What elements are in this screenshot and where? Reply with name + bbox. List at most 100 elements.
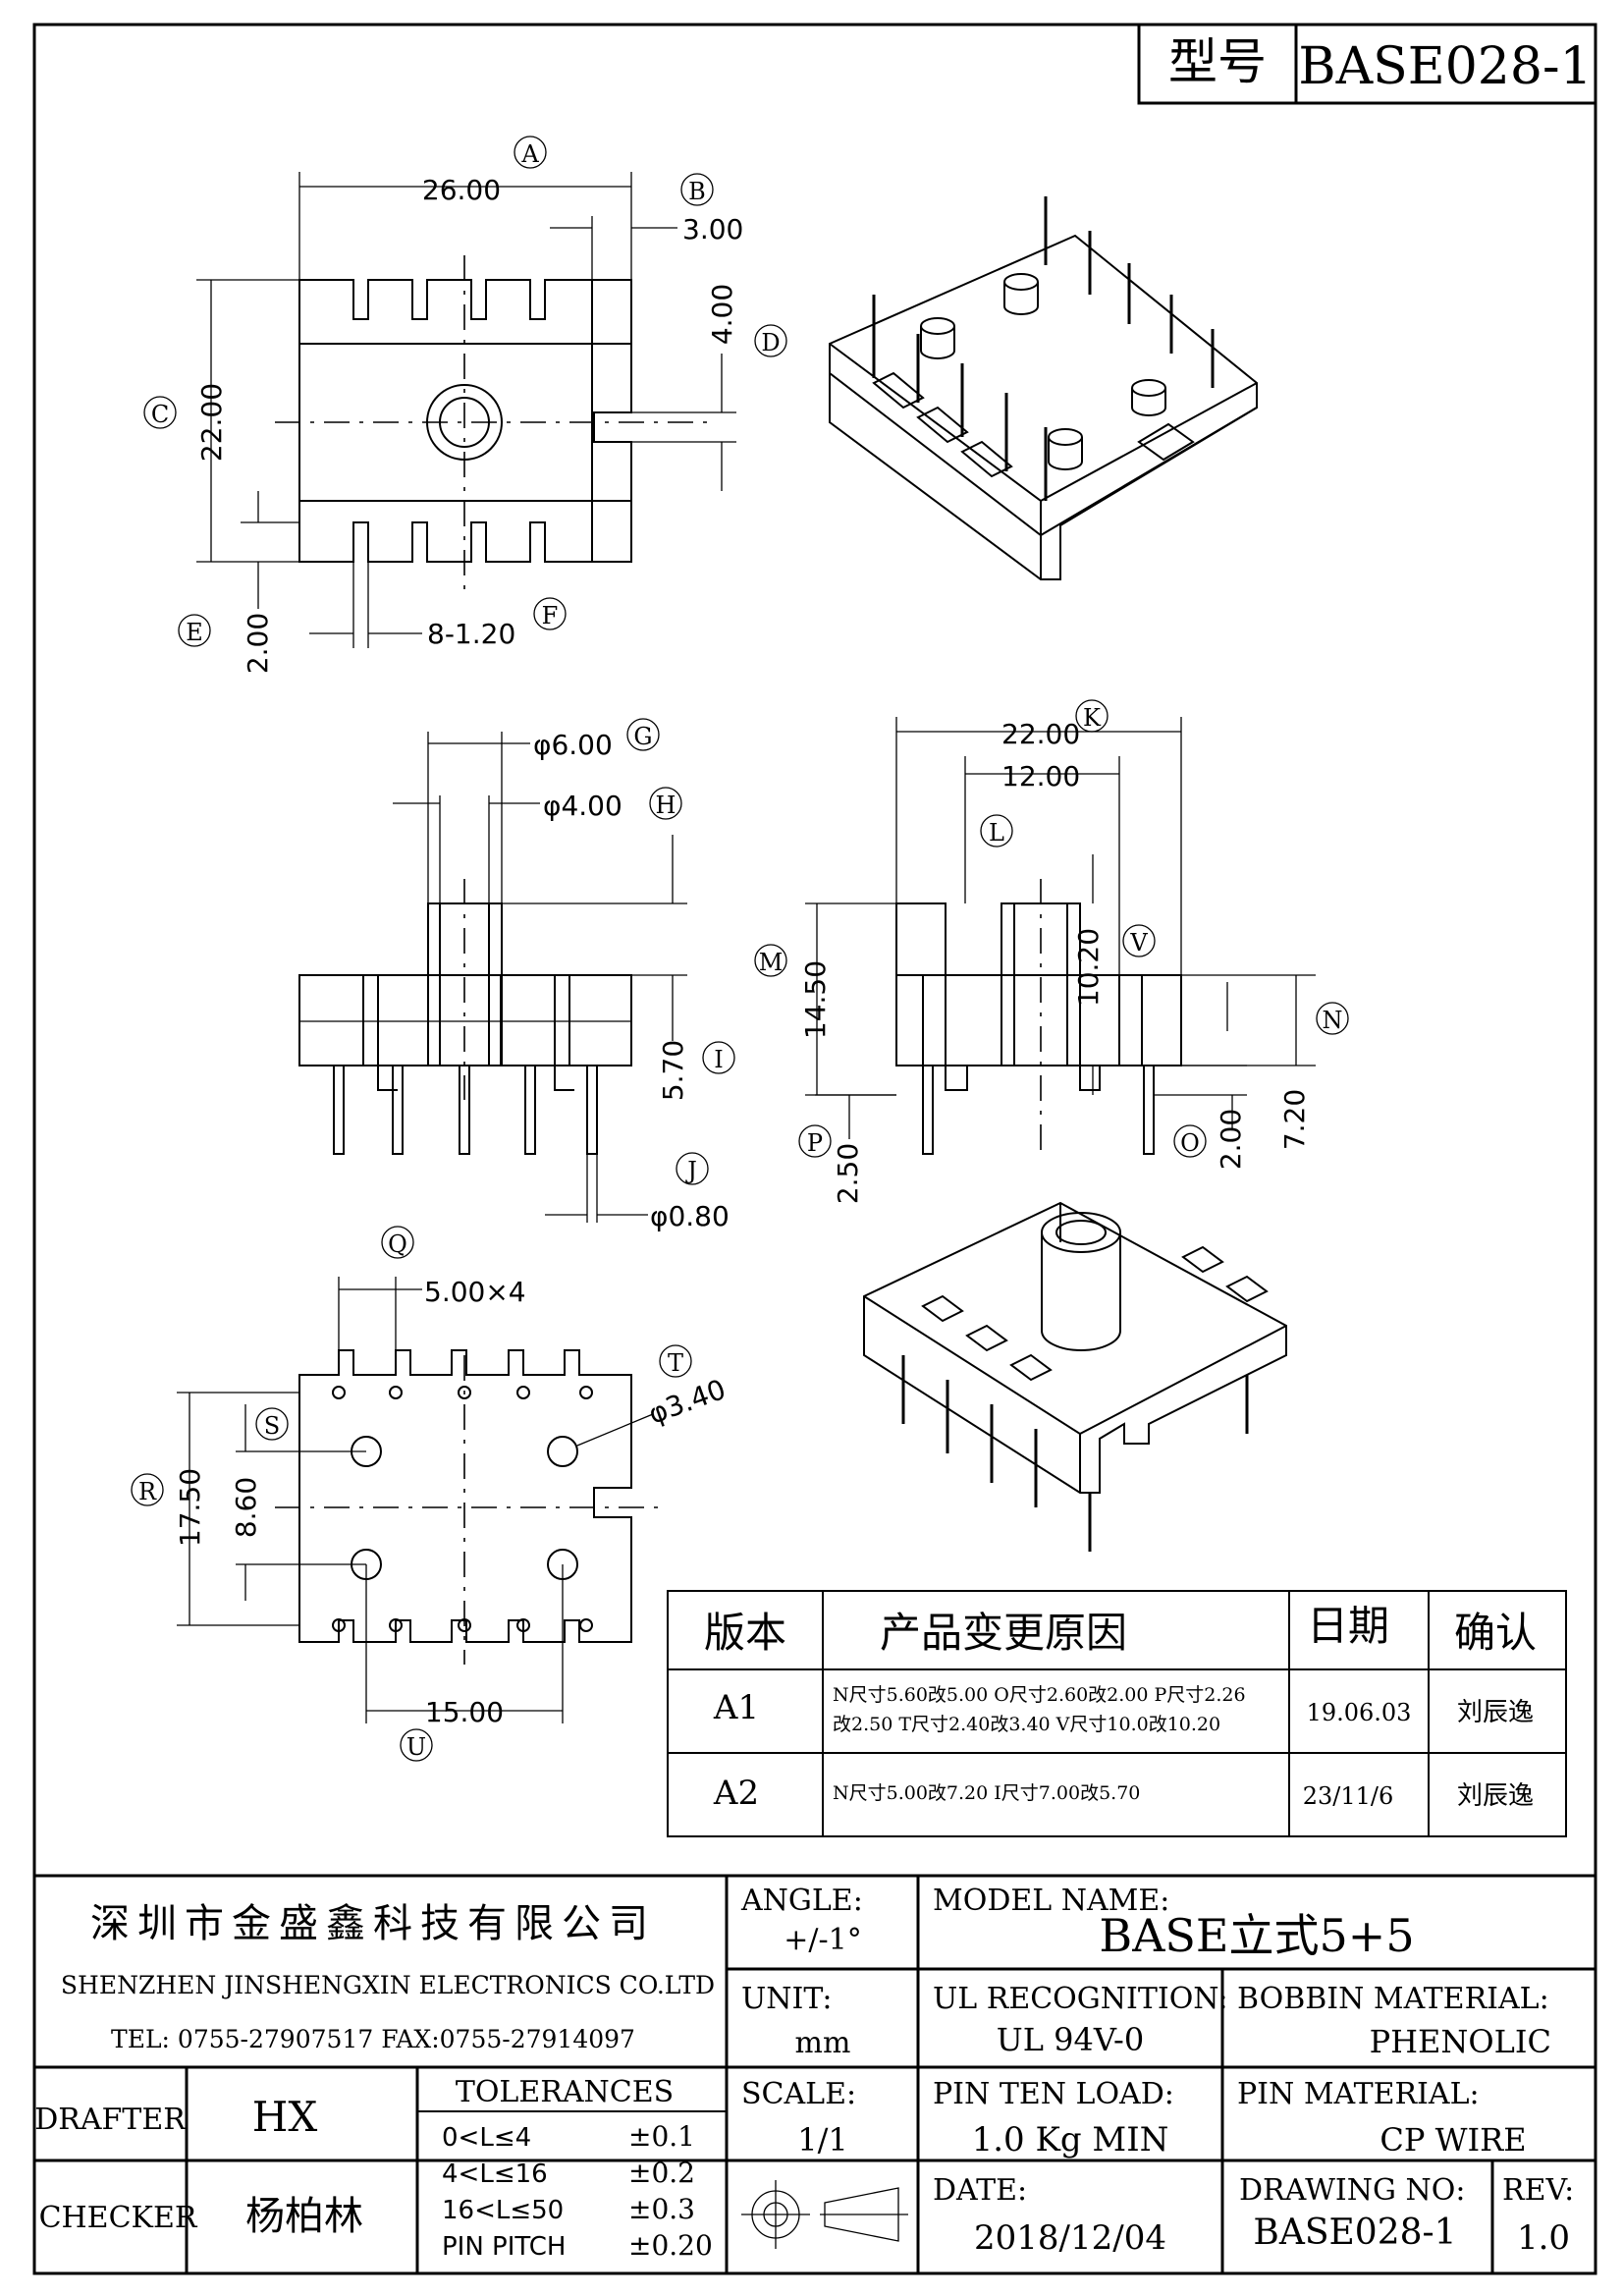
angle-label: ANGLE: bbox=[740, 1884, 863, 1918]
rev-a2-date: 23/11/6 bbox=[1303, 1782, 1394, 1810]
rev-value: 1.0 bbox=[1517, 2218, 1570, 2258]
pin-material-value: CP WIRE bbox=[1380, 2121, 1526, 2159]
label-t: T bbox=[668, 1349, 683, 1377]
iso-view-top bbox=[829, 196, 1258, 580]
checker-label: CHECKER bbox=[39, 2201, 198, 2235]
tol-value-1: ±0.1 bbox=[628, 2120, 695, 2153]
label-s: S bbox=[264, 1412, 280, 1440]
tol-range-3: 16<L≤50 bbox=[442, 2196, 564, 2225]
rev-header-confirm: 确认 bbox=[1454, 1609, 1537, 1657]
dim-s-value: 8.60 bbox=[230, 1477, 262, 1538]
pin-material-label: PIN MATERIAL: bbox=[1237, 2077, 1480, 2111]
pin-load-value: 1.0 Kg MIN bbox=[972, 2120, 1169, 2159]
label-i: I bbox=[714, 1046, 723, 1073]
rev-a1-reason-line2: 改2.50 T尺寸2.40改3.40 V尺寸10.0改10.20 bbox=[833, 1714, 1220, 1735]
drafter-label: DRAFTER bbox=[34, 2103, 187, 2137]
projection-symbol bbox=[741, 2180, 908, 2249]
dim-d-value: 4.00 bbox=[706, 284, 738, 345]
model-value: BASE028-1 bbox=[1298, 37, 1592, 96]
company-name-en: SHENZHEN JINSHENGXIN ELECTRONICS CO.LTD bbox=[61, 1971, 715, 1999]
dim-u-value: 15.00 bbox=[425, 1696, 504, 1728]
dim-m-value: 14.50 bbox=[799, 960, 832, 1039]
rev-header-reason: 产品变更原因 bbox=[880, 1609, 1127, 1657]
model-label: 型号 bbox=[1168, 33, 1267, 90]
dim-e-value: 2.00 bbox=[242, 613, 274, 674]
dim-v-value: 10.20 bbox=[1072, 928, 1105, 1007]
ul-label: UL RECOGNITION: bbox=[933, 1982, 1228, 2016]
dim-t-value: φ3.40 bbox=[644, 1373, 730, 1431]
label-u: U bbox=[406, 1733, 426, 1761]
tol-range-1: 0<L≤4 bbox=[442, 2123, 531, 2153]
label-k: K bbox=[1083, 704, 1102, 732]
tolerances-label: TOLERANCES bbox=[456, 2075, 674, 2109]
model-name-value: BASE立式5+5 bbox=[1099, 1909, 1414, 1962]
model-name-label: MODEL NAME: bbox=[933, 1884, 1169, 1918]
dim-a-value: 26.00 bbox=[422, 174, 501, 206]
label-v: V bbox=[1129, 929, 1148, 957]
dim-b-value: 3.00 bbox=[682, 213, 743, 246]
label-a: A bbox=[520, 140, 539, 168]
label-m: M bbox=[759, 949, 784, 976]
dim-j-value: φ0.80 bbox=[650, 1200, 730, 1232]
rev-a2-version: A2 bbox=[713, 1774, 759, 1813]
dim-q-value: 5.00×4 bbox=[424, 1276, 526, 1308]
model-box: 型号 BASE028-1 bbox=[1137, 23, 1597, 105]
label-b: B bbox=[688, 178, 706, 205]
tol-value-3: ±0.3 bbox=[628, 2193, 695, 2225]
pin-load-label: PIN TEN LOAD: bbox=[933, 2077, 1174, 2111]
ul-value: UL 94V-0 bbox=[997, 2021, 1144, 2058]
label-c: C bbox=[151, 401, 169, 428]
dim-f-value: 8-1.20 bbox=[427, 618, 515, 650]
rev-a1-confirm: 刘辰逸 bbox=[1457, 1698, 1534, 1727]
tol-value-4: ±0.20 bbox=[628, 2229, 713, 2262]
label-d: D bbox=[761, 329, 780, 356]
date-label: DATE: bbox=[933, 2173, 1027, 2208]
dim-o-value: 2.00 bbox=[1215, 1109, 1247, 1170]
label-r: R bbox=[138, 1478, 157, 1505]
dim-g-value: φ6.00 bbox=[533, 729, 613, 761]
dim-c-value: 22.00 bbox=[195, 383, 228, 462]
bobbin-value: PHENOLIC bbox=[1370, 2023, 1551, 2060]
label-j: J bbox=[684, 1157, 697, 1184]
dim-i-value: 5.70 bbox=[657, 1040, 689, 1101]
rev-a2-confirm: 刘辰逸 bbox=[1457, 1781, 1534, 1811]
dim-h-value: φ4.00 bbox=[543, 790, 622, 822]
scale-value: 1/1 bbox=[797, 2121, 848, 2159]
rev-label: REV: bbox=[1502, 2173, 1574, 2208]
label-p: P bbox=[807, 1129, 823, 1157]
dim-p-value: 2.50 bbox=[832, 1143, 864, 1204]
unit-label: UNIT: bbox=[741, 1982, 832, 2016]
dim-k-value: 22.00 bbox=[1001, 718, 1080, 750]
dim-r-value: 17.50 bbox=[174, 1468, 206, 1547]
tol-range-2: 4<L≤16 bbox=[442, 2159, 548, 2189]
unit-value: mm bbox=[795, 2026, 851, 2060]
label-n: N bbox=[1323, 1007, 1343, 1034]
drafter-value: HX bbox=[252, 2093, 318, 2141]
side-view: 22.00 K 12.00 L 14.50 M 10.20 V 7.20 N bbox=[754, 699, 1349, 1204]
label-h: H bbox=[656, 792, 676, 819]
bottom-view: 5.00×4 Q 17.50 R 8.60 S φ3.40 T 15.00 U bbox=[131, 1226, 730, 1762]
angle-value: +/-1° bbox=[784, 1923, 861, 1957]
label-o: O bbox=[1180, 1129, 1200, 1157]
rev-header-date: 日期 bbox=[1307, 1602, 1389, 1650]
rev-a1-version: A1 bbox=[713, 1688, 759, 1727]
dim-n-value: 7.20 bbox=[1278, 1089, 1311, 1150]
label-e: E bbox=[186, 619, 203, 646]
drawing-no-value: BASE028-1 bbox=[1253, 2213, 1456, 2253]
rev-a1-reason-line1: N尺寸5.60改5.00 O尺寸2.60改2.00 P尺寸2.26 bbox=[833, 1684, 1246, 1706]
company-name-cn: 深圳市金盛鑫科技有限公司 bbox=[90, 1901, 656, 1946]
date-value: 2018/12/04 bbox=[974, 2218, 1166, 2258]
label-f: F bbox=[542, 602, 559, 629]
label-q: Q bbox=[388, 1230, 407, 1258]
scale-label: SCALE: bbox=[741, 2077, 856, 2111]
bobbin-label: BOBBIN MATERIAL: bbox=[1237, 1982, 1549, 2016]
checker-value: 杨柏林 bbox=[245, 2194, 363, 2239]
rev-a1-date: 19.06.03 bbox=[1307, 1699, 1412, 1726]
rev-header-version: 版本 bbox=[704, 1609, 786, 1657]
top-view: 26.00 A 3.00 B 22.00 C 4.00 D 2.00 E bbox=[143, 136, 787, 674]
tol-range-4: PIN PITCH bbox=[442, 2232, 566, 2262]
company-contact: TEL: 0755-27907517 FAX:0755-27914097 bbox=[111, 2025, 635, 2053]
title-block: 深圳市金盛鑫科技有限公司 SHENZHEN JINSHENGXIN ELECTR… bbox=[32, 1874, 1597, 2275]
rev-a2-reason-line1: N尺寸5.00改7.20 I尺寸7.00改5.70 bbox=[833, 1782, 1140, 1804]
